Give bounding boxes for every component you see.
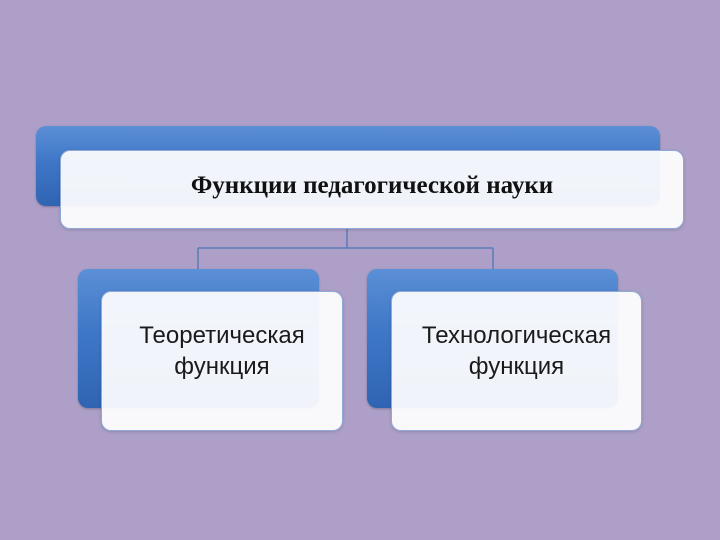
child-node-label-line2: функция	[174, 353, 270, 380]
child-node-label: Теоретическая функция	[139, 320, 305, 382]
child-node-label-line1: Технологическая	[421, 322, 612, 349]
child-node-label-line1: Теоретическая	[139, 322, 305, 349]
child-node-label: Технологическая функция	[422, 320, 611, 382]
root-node: Функции педагогической науки	[60, 150, 684, 229]
child-node-theoretical: Теоретическая функция	[101, 291, 343, 431]
root-node-label: Функции педагогической науки	[190, 171, 554, 199]
child-node-technological: Технологическая функция	[391, 291, 642, 431]
child-node-label-line2: функция	[468, 353, 565, 380]
